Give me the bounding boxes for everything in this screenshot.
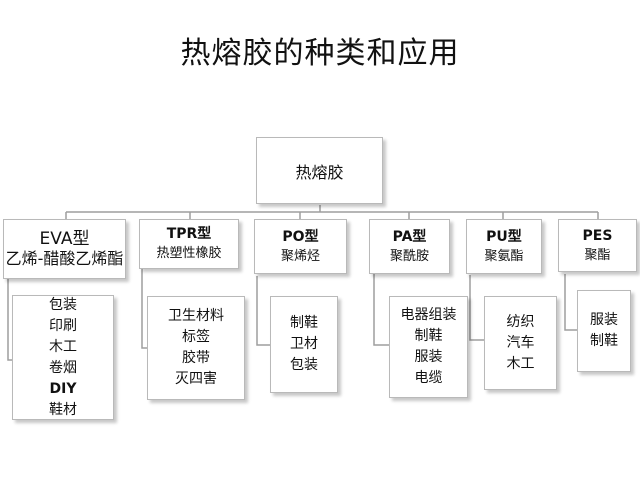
use-item: 电缆 bbox=[414, 370, 443, 386]
use-item: 卫材 bbox=[290, 336, 318, 352]
use-item: 制鞋 bbox=[290, 315, 318, 331]
uses-node-eva: 包装 印刷 木工 卷烟 DIY 鞋材 bbox=[12, 295, 114, 420]
uses-node-pa: 电器组装 制鞋 服装 电缆 bbox=[389, 296, 468, 398]
use-item: 汽车 bbox=[506, 334, 535, 351]
use-item: 制鞋 bbox=[414, 328, 443, 344]
use-item: 卫生材料 bbox=[168, 308, 224, 324]
uses-node-pes: 服装 制鞋 bbox=[577, 290, 631, 372]
use-item: 木工 bbox=[506, 355, 535, 372]
connector-pu-uses bbox=[469, 275, 484, 341]
use-item: 电器组装 bbox=[400, 307, 457, 323]
type-node-pa: PA型 聚酰胺 bbox=[369, 219, 450, 274]
type-sub: 聚烯烃 bbox=[280, 248, 320, 264]
root-node: 热熔胶 bbox=[256, 137, 383, 204]
use-item: 服装 bbox=[590, 312, 618, 328]
use-item: 包装 bbox=[290, 357, 318, 373]
type-name: PES bbox=[582, 227, 613, 244]
type-sub: 聚酯 bbox=[584, 247, 611, 263]
connector-tpr-uses bbox=[141, 250, 147, 349]
type-node-pu: PU型 聚氨酯 bbox=[466, 219, 542, 274]
type-sub: 聚氨酯 bbox=[484, 248, 524, 264]
use-item: 木工 bbox=[49, 338, 77, 355]
type-name: PO型 bbox=[282, 228, 319, 245]
connector-pa-uses bbox=[373, 274, 389, 346]
type-node-eva: EVA型 乙烯-醋酸乙烯酯 bbox=[3, 219, 126, 279]
uses-node-tpr: 卫生材料 标签 胶带 灭四害 bbox=[147, 296, 245, 400]
use-item: 印刷 bbox=[49, 317, 77, 334]
type-node-po: PO型 聚烯烃 bbox=[254, 219, 347, 274]
root-label: 热熔胶 bbox=[295, 162, 344, 182]
type-node-pes: PES 聚酯 bbox=[558, 219, 637, 272]
use-item: 包装 bbox=[49, 296, 77, 313]
type-node-tpr: TPR型 热塑性橡胶 bbox=[139, 219, 239, 269]
connector-po-uses bbox=[256, 276, 270, 346]
type-sub: 乙烯-醋酸乙烯酯 bbox=[5, 249, 124, 268]
type-name: PA型 bbox=[392, 228, 427, 245]
connector-eva-uses bbox=[7, 279, 12, 361]
use-item: DIY bbox=[49, 380, 77, 397]
type-name: TPR型 bbox=[166, 226, 212, 242]
use-item: 灭四害 bbox=[175, 371, 217, 387]
use-item: 卷烟 bbox=[49, 359, 77, 376]
type-sub: 聚酰胺 bbox=[389, 248, 429, 264]
use-item: 制鞋 bbox=[590, 333, 618, 349]
uses-node-pu: 纺织 汽车 木工 bbox=[484, 296, 557, 390]
use-item: 纺织 bbox=[506, 313, 535, 330]
type-sub: 热塑性橡胶 bbox=[156, 246, 222, 261]
type-name: EVA型 bbox=[39, 229, 90, 249]
use-item: 鞋材 bbox=[49, 401, 77, 418]
use-item: 标签 bbox=[182, 329, 210, 345]
uses-node-po: 制鞋 卫材 包装 bbox=[270, 296, 338, 393]
diagram-title: 热熔胶的种类和应用 bbox=[180, 36, 460, 71]
connector-pes-uses bbox=[564, 274, 577, 331]
type-name: PU型 bbox=[486, 228, 522, 245]
use-item: 服装 bbox=[414, 349, 443, 365]
use-item: 胶带 bbox=[182, 350, 210, 366]
